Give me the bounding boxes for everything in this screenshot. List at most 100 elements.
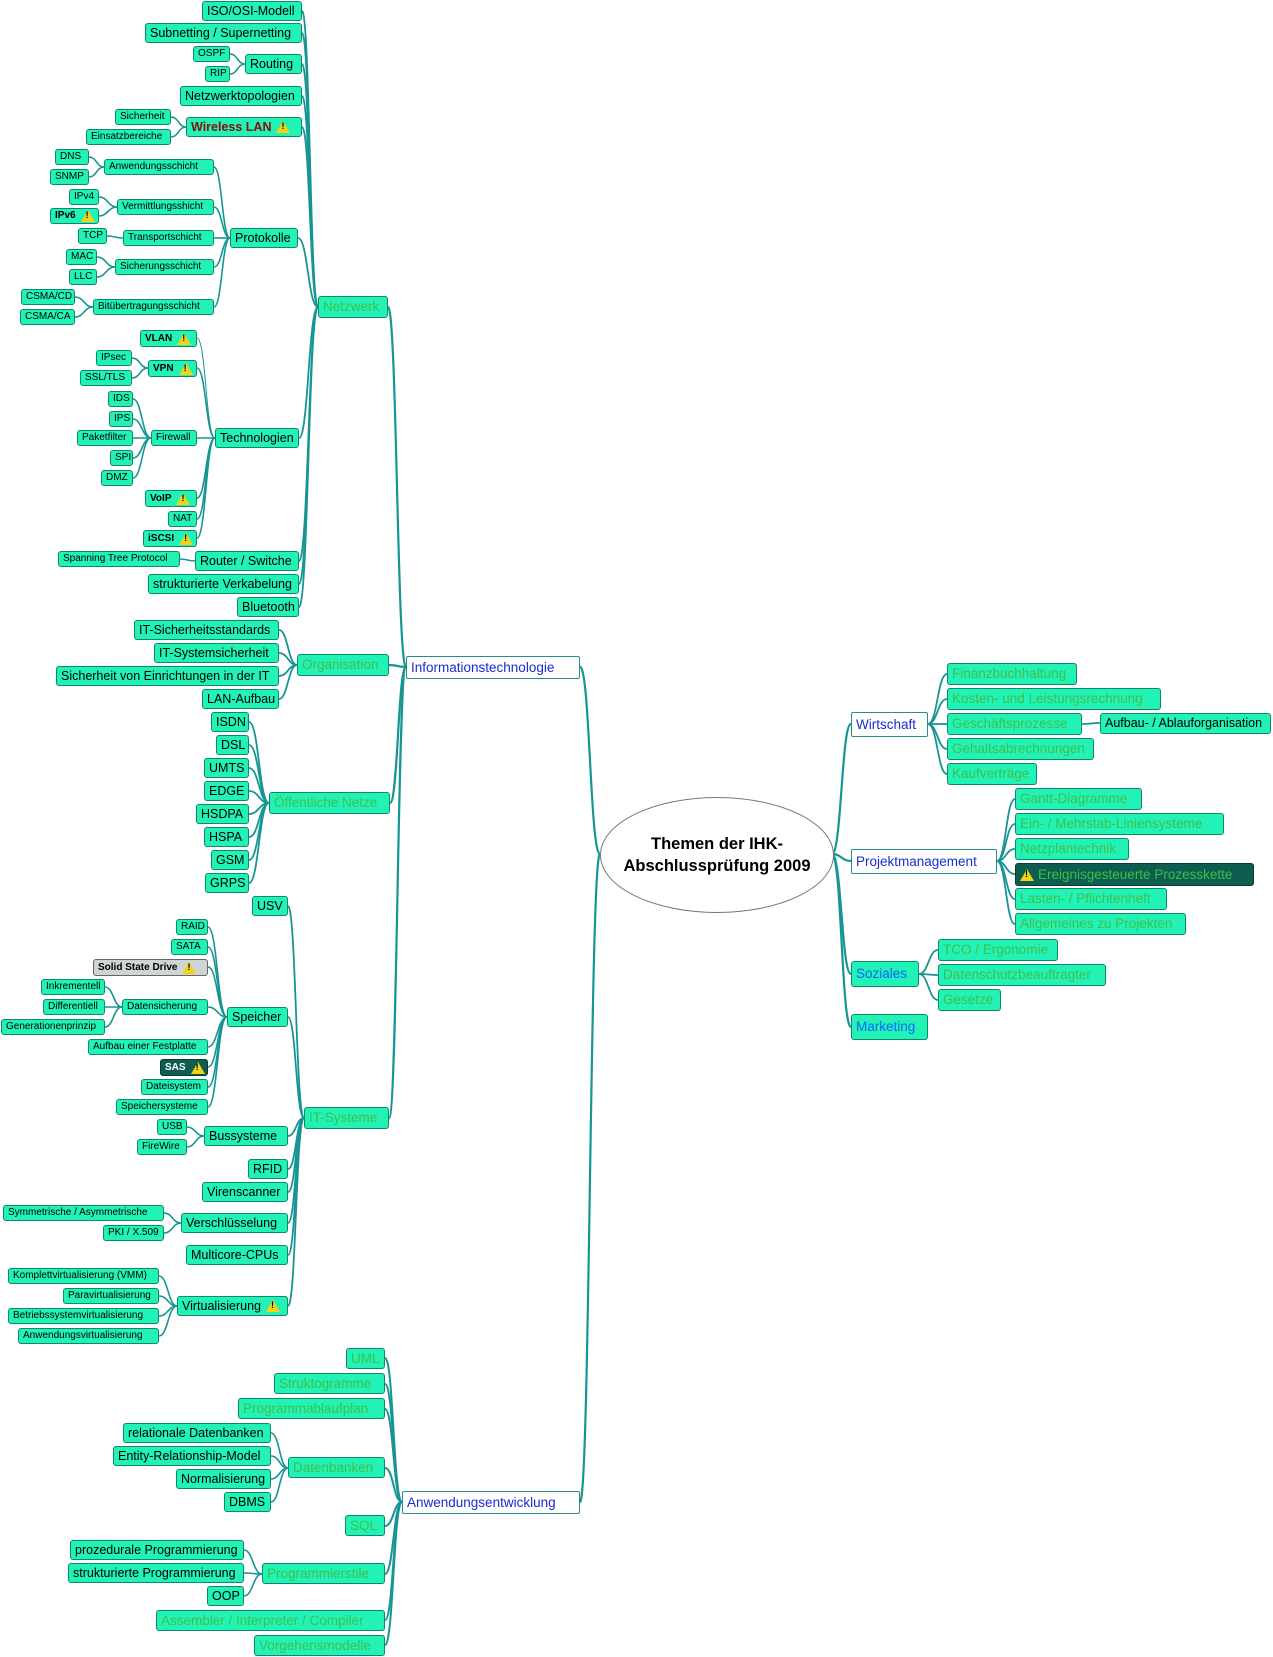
topic-sicherheit-von-einrichtungen[interactable]: Sicherheit von Einrichtungen in der IT bbox=[56, 666, 279, 686]
topic-inkrementell[interactable]: Inkrementell bbox=[41, 979, 105, 995]
topic-dmz[interactable]: DMZ bbox=[101, 470, 133, 486]
topic-tcp[interactable]: TCP bbox=[78, 228, 107, 244]
topic-ipv6[interactable]: IPv6 bbox=[50, 208, 99, 224]
topic-lan-aufbau[interactable]: LAN-Aufbau bbox=[202, 689, 279, 709]
topic-anwendungsschicht[interactable]: Anwendungsschicht bbox=[104, 159, 214, 175]
topic-ipsec[interactable]: IPsec bbox=[96, 350, 132, 366]
topic-einsatzbereiche[interactable]: Einsatzbereiche bbox=[86, 129, 171, 145]
topic-firewall[interactable]: Firewall bbox=[151, 430, 197, 446]
topic-symmetrische-asymmetrische[interactable]: Symmetrische / Asymmetrische bbox=[3, 1205, 164, 1221]
topic-datensicherung[interactable]: Datensicherung bbox=[122, 999, 208, 1015]
topic-router-switche[interactable]: Router / Switche bbox=[195, 551, 299, 571]
topic-datenschutzbeauftragter[interactable]: Datenschutzbeauftragter bbox=[938, 964, 1106, 986]
topic-kosten-leistungsrechnung[interactable]: Kosten- und Leistungsrechnung bbox=[947, 688, 1161, 710]
topic-rip[interactable]: RIP bbox=[205, 66, 230, 82]
topic-assembler-interpreter-compiler[interactable]: Assembler / Interpreter / Compiler bbox=[156, 1610, 385, 1631]
topic-ospf[interactable]: OSPF bbox=[193, 46, 230, 62]
topic-rfid[interactable]: RFID bbox=[248, 1159, 288, 1179]
branch-marketing[interactable]: Marketing bbox=[851, 1014, 928, 1040]
topic-dsl[interactable]: DSL bbox=[216, 735, 249, 755]
topic-ssl-tls[interactable]: SSL/TLS bbox=[80, 370, 132, 386]
topic-komplettvirtualisierung[interactable]: Komplettvirtualisierung (VMM) bbox=[8, 1268, 159, 1284]
topic-ips[interactable]: IPS bbox=[109, 411, 133, 427]
topic-programmablaufplan[interactable]: Programmablaufplan bbox=[238, 1398, 385, 1419]
topic-csma-ca[interactable]: CSMA/CA bbox=[20, 309, 75, 325]
topic-vlan[interactable]: VLAN bbox=[140, 330, 197, 347]
topic-protokolle[interactable]: Protokolle bbox=[230, 228, 298, 248]
topic-relationale-datenbanken[interactable]: relationale Datenbanken bbox=[123, 1423, 271, 1443]
topic-it-sicherheitsstandards[interactable]: IT-Sicherheitsstandards bbox=[134, 620, 279, 640]
topic-verschluesselung[interactable]: Verschlüsselung bbox=[181, 1213, 288, 1233]
topic-usv[interactable]: USV bbox=[252, 896, 288, 916]
topic-pki-x509[interactable]: PKI / X.509 bbox=[103, 1225, 164, 1241]
topic-iscsi[interactable]: iSCSI bbox=[143, 530, 197, 547]
topic-sicherheit[interactable]: Sicherheit bbox=[115, 109, 171, 125]
topic-strukturierte-programmierung[interactable]: strukturierte Programmierung bbox=[68, 1563, 244, 1583]
topic-spanning-tree-protocol[interactable]: Spanning Tree Protocol bbox=[58, 551, 180, 567]
topic-entity-relationship-model[interactable]: Entity-Relationship-Model bbox=[113, 1446, 271, 1466]
topic-anwendungsvirtualisierung[interactable]: Anwendungsvirtualisierung bbox=[18, 1328, 159, 1344]
topic-speichersysteme[interactable]: Speichersysteme bbox=[116, 1099, 208, 1115]
topic-sicherungsschicht[interactable]: Sicherungsschicht bbox=[115, 259, 214, 275]
topic-sql[interactable]: SQL bbox=[345, 1515, 385, 1536]
branch-informationstechnologie[interactable]: Informationstechnologie bbox=[406, 656, 580, 679]
topic-organisation[interactable]: Organisation bbox=[297, 654, 389, 676]
topic-programmierstile[interactable]: Programmierstile bbox=[262, 1563, 385, 1584]
topic-sata[interactable]: SATA bbox=[171, 939, 208, 955]
topic-csma-cd[interactable]: CSMA/CD bbox=[21, 289, 75, 305]
topic-routing[interactable]: Routing bbox=[245, 54, 302, 74]
topic-gehaltsabrechnungen[interactable]: Gehaltsabrechnungen bbox=[947, 738, 1094, 760]
topic-dns[interactable]: DNS bbox=[55, 149, 89, 165]
branch-anwendungsentwicklung[interactable]: Anwendungsentwicklung bbox=[402, 1491, 580, 1514]
topic-technologien[interactable]: Technologien bbox=[215, 428, 299, 448]
topic-ids[interactable]: IDS bbox=[108, 391, 133, 407]
topic-bituebertragungsschicht[interactable]: Bitübertragungsschicht bbox=[93, 299, 214, 315]
topic-gsm[interactable]: GSM bbox=[211, 850, 249, 870]
topic-voip[interactable]: VoIP bbox=[145, 490, 197, 507]
topic-mac[interactable]: MAC bbox=[66, 249, 97, 265]
topic-dateisystem[interactable]: Dateisystem bbox=[141, 1079, 208, 1095]
topic-firewire[interactable]: FireWire bbox=[137, 1139, 187, 1155]
topic-sas[interactable]: SAS bbox=[160, 1059, 208, 1076]
topic-wireless-lan[interactable]: Wireless LAN bbox=[186, 117, 302, 137]
topic-bussysteme[interactable]: Bussysteme bbox=[204, 1126, 288, 1146]
topic-uml[interactable]: UML bbox=[346, 1348, 385, 1369]
topic-strukturierte-verkabelung[interactable]: strukturierte Verkabelung bbox=[148, 574, 299, 594]
topic-bluetooth[interactable]: Bluetooth bbox=[237, 597, 299, 617]
branch-projektmanagement[interactable]: Projektmanagement bbox=[851, 849, 997, 874]
topic-grps[interactable]: GRPS bbox=[205, 873, 249, 893]
topic-transportschicht[interactable]: Transportschicht bbox=[123, 230, 214, 246]
branch-wirtschaft[interactable]: Wirtschaft bbox=[851, 712, 928, 737]
topic-gesetze[interactable]: Gesetze bbox=[938, 989, 1001, 1011]
topic-dbms[interactable]: DBMS bbox=[224, 1492, 271, 1512]
topic-hspa[interactable]: HSPA bbox=[204, 827, 249, 847]
topic-vpn[interactable]: VPN bbox=[148, 360, 197, 377]
topic-llc[interactable]: LLC bbox=[69, 269, 97, 285]
topic-betriebssystemvirtualisierung[interactable]: Betriebssystemvirtualisierung bbox=[8, 1308, 159, 1324]
topic-ipv4[interactable]: IPv4 bbox=[69, 189, 99, 205]
topic-iso-osi-modell[interactable]: ISO/OSI-Modell bbox=[202, 1, 302, 21]
topic-aufbau-einer-festplatte[interactable]: Aufbau einer Festplatte bbox=[88, 1039, 208, 1055]
topic-virenscanner[interactable]: Virenscanner bbox=[202, 1182, 288, 1202]
topic-allgemeines-zu-projekten[interactable]: Allgemeines zu Projekten bbox=[1015, 913, 1186, 935]
topic-subnetting[interactable]: Subnetting / Supernetting bbox=[145, 23, 302, 43]
topic-usb[interactable]: USB bbox=[157, 1119, 187, 1135]
topic-multicore-cpus[interactable]: Multicore-CPUs bbox=[186, 1245, 288, 1265]
topic-finanzbuchhaltung[interactable]: Finanzbuchhaltung bbox=[947, 663, 1077, 685]
topic-prozedurale-programmierung[interactable]: prozedurale Programmierung bbox=[70, 1540, 244, 1560]
topic-virtualisierung[interactable]: Virtualisierung bbox=[177, 1296, 288, 1316]
root-topic[interactable]: Themen der IHK-Abschlussprüfung 2009 bbox=[600, 797, 834, 913]
topic-ereignisgesteuerte-prozesskette[interactable]: Ereignisgesteuerte Prozesskette bbox=[1015, 863, 1254, 886]
topic-aufbau-ablauforganisation[interactable]: Aufbau- / Ablauforganisation bbox=[1100, 713, 1271, 734]
topic-speicher[interactable]: Speicher bbox=[227, 1007, 288, 1027]
topic-solid-state-drive[interactable]: Solid State Drive bbox=[93, 959, 208, 976]
topic-netzwerktopologien[interactable]: Netzwerktopologien bbox=[180, 86, 302, 106]
topic-it-systeme[interactable]: IT-Systeme bbox=[304, 1107, 389, 1129]
topic-it-systemsicherheit[interactable]: IT-Systemsicherheit bbox=[154, 643, 279, 663]
topic-oop[interactable]: OOP bbox=[207, 1586, 244, 1606]
topic-netzwerk[interactable]: Netzwerk bbox=[318, 296, 388, 318]
topic-spi[interactable]: SPI bbox=[110, 450, 133, 466]
topic-tco-ergonomie[interactable]: TCO / Ergonomie bbox=[938, 939, 1058, 961]
topic-datenbanken[interactable]: Datenbanken bbox=[288, 1457, 385, 1478]
topic-paketfilter[interactable]: Paketfilter bbox=[77, 430, 133, 446]
